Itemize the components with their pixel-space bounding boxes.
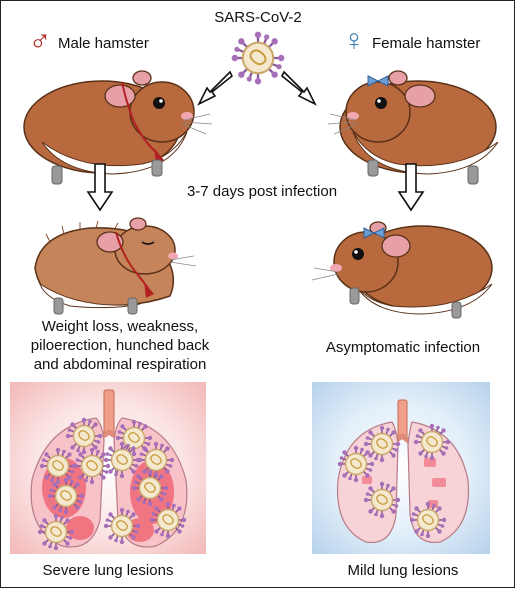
male-outcome-line-2: piloerection, hunched back bbox=[31, 337, 210, 354]
virus-header: SARS-CoV-2 bbox=[214, 9, 302, 86]
virus-icon bbox=[230, 30, 286, 86]
male-header: ♂ Male hamster bbox=[29, 24, 149, 57]
severe-lung-caption: Severe lung lesions bbox=[43, 562, 174, 579]
male-label: Male hamster bbox=[58, 35, 149, 52]
male-hamster-sick bbox=[34, 217, 197, 315]
severe-lung-illustration bbox=[30, 389, 188, 552]
male-symbol-icon: ♂ bbox=[29, 24, 52, 57]
mild-lung-caption: Mild lung lesions bbox=[348, 562, 459, 579]
virus-label: SARS-CoV-2 bbox=[214, 9, 302, 26]
mild-lung-illustration bbox=[336, 399, 470, 544]
arrow-virus-to-male bbox=[197, 70, 234, 106]
arrow-virus-to-female bbox=[280, 70, 317, 106]
female-hamster-asymptomatic bbox=[311, 221, 493, 319]
female-header: ♀ Female hamster bbox=[343, 24, 481, 57]
female-outcome: Asymptomatic infection bbox=[326, 339, 480, 356]
male-outcome-line-3: and abdominal respiration bbox=[34, 356, 207, 373]
arrow-female-down bbox=[397, 163, 425, 212]
female-hamster-healthy bbox=[327, 70, 499, 185]
female-symbol-icon: ♀ bbox=[343, 24, 366, 57]
timeline-label: 3-7 days post infection bbox=[187, 183, 337, 200]
male-outcome-line-1: Weight loss, weakness, bbox=[42, 318, 198, 335]
female-label: Female hamster bbox=[372, 35, 480, 52]
male-hamster-healthy bbox=[23, 70, 213, 185]
severe-lung-panel: Severe lung lesions bbox=[10, 382, 206, 579]
mild-lung-panel: Mild lung lesions bbox=[312, 382, 490, 579]
arrow-male-down bbox=[86, 163, 114, 212]
